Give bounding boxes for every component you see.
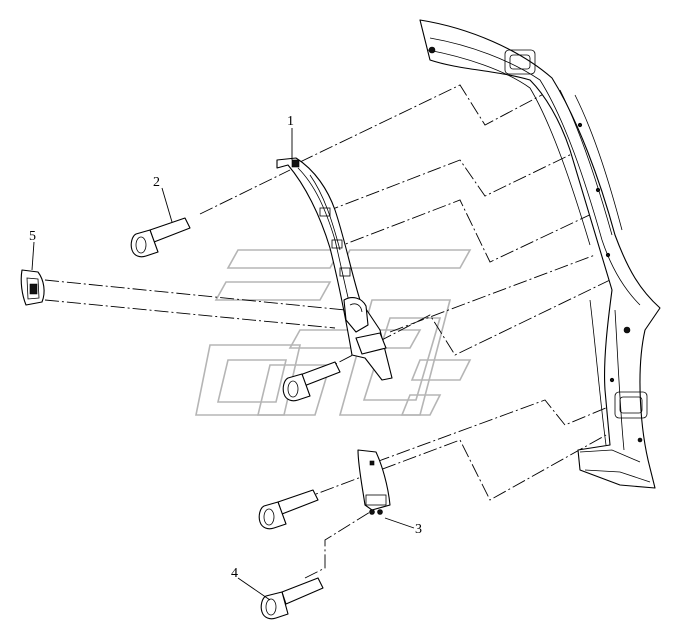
lower-middle-clip [258,489,319,530]
callout-5: 5 [29,229,36,244]
callout-2: 2 [153,175,160,190]
lower-clip [260,577,324,620]
callout-1: 1 [287,114,294,129]
company-logo-watermark [195,249,472,416]
assembly-center-lines [44,84,626,579]
upper-clip [130,217,191,258]
callout-labels: 1 2 3 4 5 [29,114,422,581]
body-side-pillar-frame [419,19,661,489]
callout-leaders [31,128,415,601]
callout-3: 3 [415,522,422,537]
lower-trim-bracket [357,449,391,515]
callout-4: 4 [231,566,238,581]
speaker-grille-cap [20,269,45,306]
middle-clip [282,361,341,402]
a-pillar-trim-panel [276,157,393,381]
